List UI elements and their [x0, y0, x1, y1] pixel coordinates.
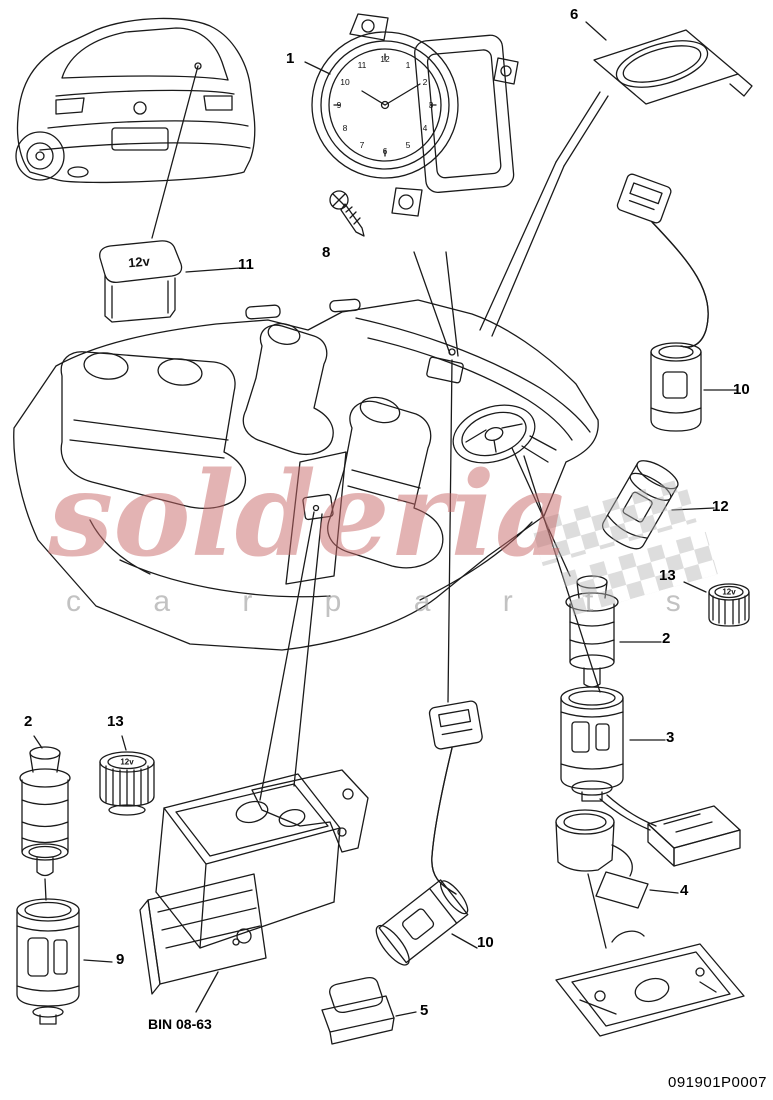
callout-9-socket: 9 [116, 951, 125, 968]
car-rear-art [15, 17, 256, 239]
callout-11-cover: 11 [238, 256, 254, 273]
cap-12v-label: 12v [722, 588, 736, 597]
callout-10-bottom: 10 [477, 934, 494, 951]
callout-3-housing: 3 [666, 729, 675, 746]
tray-art [555, 930, 745, 1037]
clock-numeral: 1 [406, 60, 411, 70]
clock-numeral: 2 [423, 77, 428, 87]
clock-numeral: 9 [337, 100, 342, 110]
checkered-flag-art [530, 477, 718, 616]
holder-4-art [555, 805, 741, 949]
cap-13-right-art: 12v [683, 581, 750, 627]
switch-5-art [321, 976, 417, 1045]
callout-6-antenna: 6 [570, 6, 579, 23]
socket-9-art [16, 898, 113, 1025]
callout-1-clock: 1 [286, 50, 295, 67]
clock-numeral: 12 [380, 54, 390, 64]
housing-3-art [560, 686, 666, 831]
clock-numeral: 4 [423, 123, 428, 133]
clock-numeral: 11 [358, 60, 367, 70]
clock-numeral: 5 [406, 140, 411, 150]
callout-13-right: 13 [659, 567, 676, 584]
lighter-10-right-art [616, 173, 738, 432]
plug-2-left-art [19, 735, 71, 901]
clock-numeral: 3 [429, 100, 434, 110]
cover-11-art: 12v [99, 240, 241, 323]
screw-art [329, 190, 365, 237]
callout-12-socket: 12 [712, 498, 729, 515]
interior-art [13, 251, 601, 801]
cap-12v-label: 12v [120, 758, 134, 767]
antenna-art [479, 21, 753, 337]
clock-numeral: 10 [340, 77, 350, 87]
callout-2-left: 2 [24, 713, 33, 730]
clock-numeral: 6 [383, 146, 388, 156]
console-assembly-art [139, 769, 369, 1013]
callout-13-left: 13 [107, 713, 124, 730]
callout-8-screw: 8 [322, 244, 331, 261]
cap-13-left-art: 12v [99, 735, 155, 816]
callout-10-right: 10 [733, 381, 750, 398]
lighter-10-bottom-art [375, 700, 483, 966]
document-number: 091901P0007 [668, 1074, 767, 1091]
bin-reference-label: BIN 08-63 [148, 1016, 212, 1032]
clock-numeral: 7 [360, 140, 365, 150]
callout-2-right: 2 [662, 630, 671, 647]
callout-4-holder: 4 [680, 882, 689, 899]
clock-art: 12 1 2 3 4 5 6 7 8 9 10 11 [304, 13, 519, 217]
callout-5-switch: 5 [420, 1002, 429, 1019]
clock-numeral: 8 [343, 123, 348, 133]
cover-12v-label: 12v [128, 254, 152, 271]
